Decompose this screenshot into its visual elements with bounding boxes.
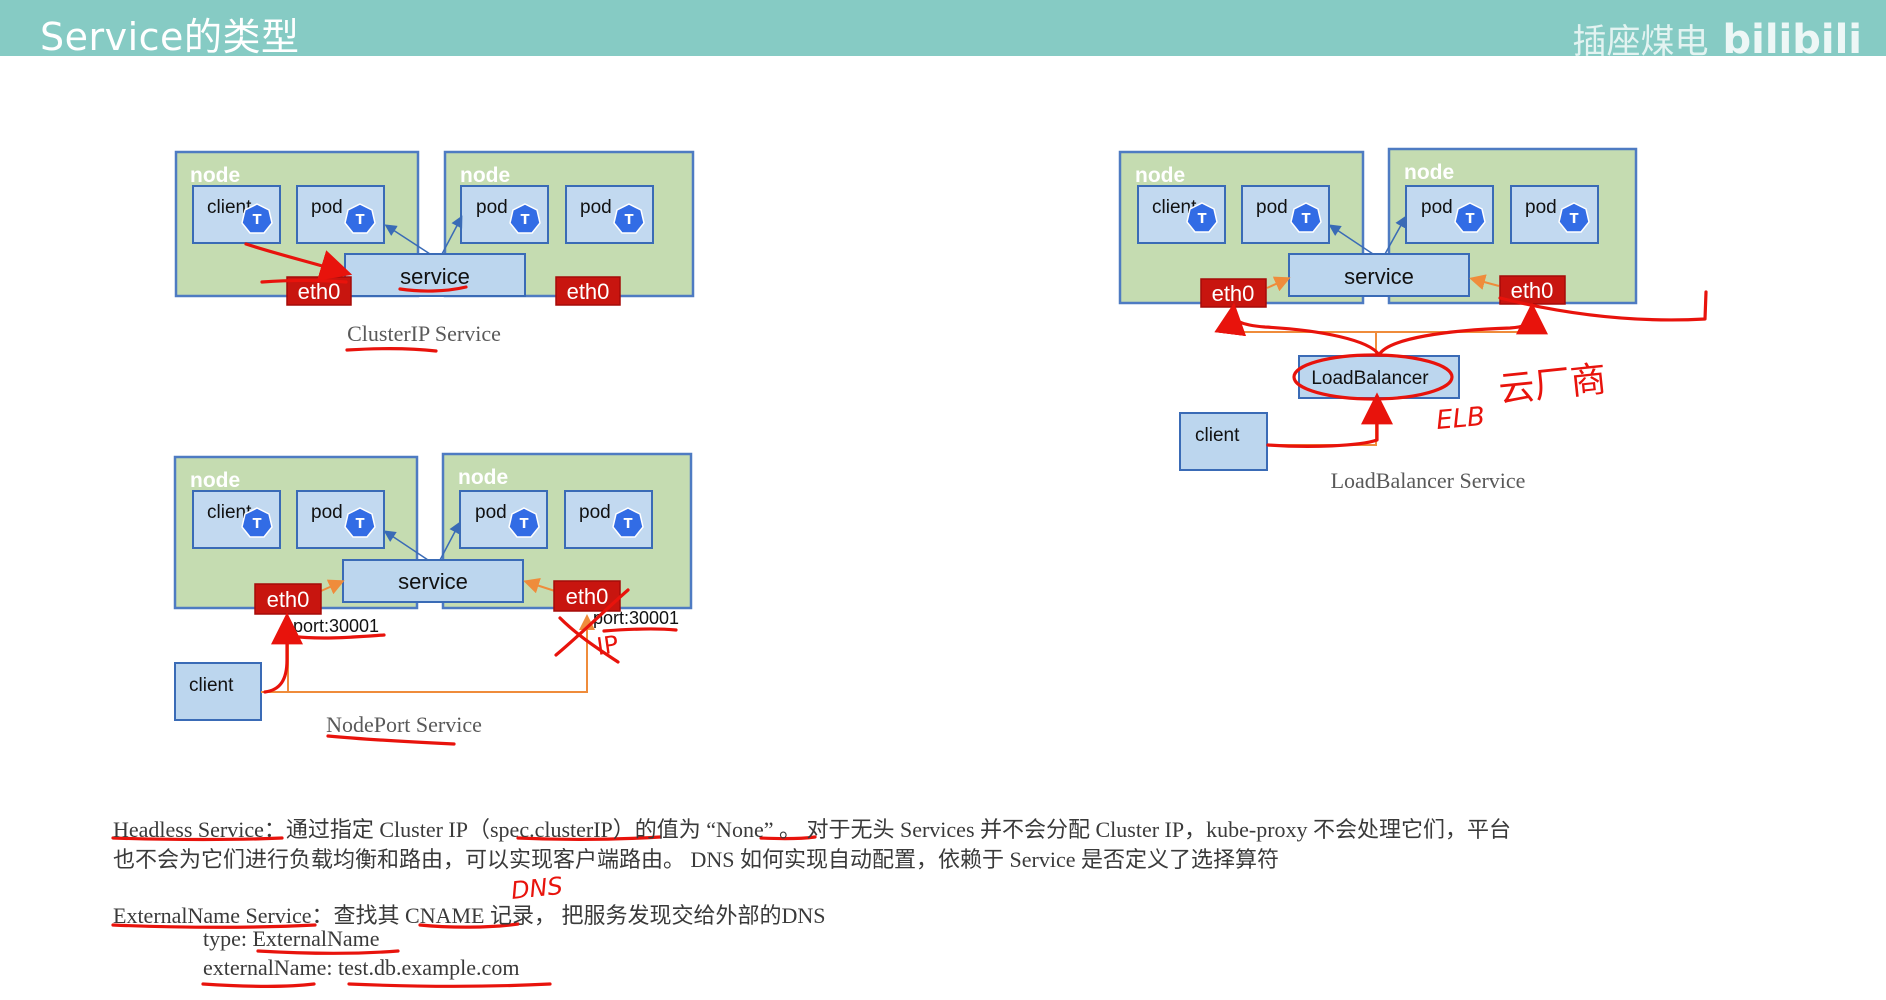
nodeport-pod-a-label: pod bbox=[311, 502, 343, 523]
clusterip-node-right-label: node bbox=[460, 164, 510, 187]
lb-external-client-box bbox=[1179, 412, 1268, 471]
nodeport-eth0-right-label: eth0 bbox=[566, 584, 609, 609]
nodeport-node-right-label: node bbox=[458, 466, 508, 489]
lb-pod-c-label: pod bbox=[1525, 197, 1557, 218]
nodeport-service-label: service bbox=[398, 569, 468, 594]
nodeport-port-left: port:30001 bbox=[293, 616, 379, 636]
nodeport-diagram: node node client pod pod pod service eth… bbox=[173, 452, 693, 746]
lb-pod-a-label: pod bbox=[1256, 197, 1288, 218]
lb-service-box bbox=[1288, 253, 1470, 297]
clusterip-service-label: service bbox=[400, 264, 470, 289]
nodeport-pod-b-label: pod bbox=[475, 502, 507, 523]
clusterip-eth0-right-label: eth0 bbox=[567, 279, 610, 304]
clusterip-diagram: node node client pod pod pod service eth… bbox=[174, 150, 695, 353]
annotation-elb: ELB bbox=[1435, 402, 1486, 436]
externalname-service-line1: ExternalName Service：查找其 CNAME 记录， 把服务发现… bbox=[113, 903, 826, 928]
clusterip-pod-c-label: pod bbox=[580, 197, 612, 218]
externalname-value-line: externalName: test.db.example.com bbox=[203, 955, 520, 980]
nodeport-eth0-left-label: eth0 bbox=[267, 587, 310, 612]
loadbalancer-label: LoadBalancer bbox=[1311, 368, 1429, 389]
bilibili-watermark: 插座煤电 bilibili bbox=[1572, 14, 1862, 63]
nodeport-port-right: port:30001 bbox=[593, 608, 679, 628]
nodeport-caption: NodePort Service bbox=[326, 712, 482, 737]
clusterip-node-left-label: node bbox=[190, 164, 240, 187]
clusterip-eth0-right bbox=[555, 276, 621, 306]
annotation-cloud-vendor: 云厂商 bbox=[1497, 359, 1609, 411]
clusterip-eth0-left-label: eth0 bbox=[298, 279, 341, 304]
nodeport-node-left-label: node bbox=[190, 469, 240, 492]
headless-service-line1: Headless Service：通过指定 Cluster IP（spec.cl… bbox=[113, 817, 1512, 842]
lb-pod-b-label: pod bbox=[1421, 197, 1453, 218]
lb-eth0-left-label: eth0 bbox=[1212, 281, 1255, 306]
slide-title: Service的类型 bbox=[40, 15, 300, 59]
nodeport-external-client-label: client bbox=[189, 675, 234, 696]
nodeport-service-box bbox=[342, 559, 524, 603]
annotation-dns: DNS bbox=[510, 872, 564, 905]
clusterip-pod-b-label: pod bbox=[476, 197, 508, 218]
lb-eth0-left bbox=[1200, 278, 1267, 308]
lb-node-right-label: node bbox=[1404, 161, 1454, 184]
annotation-ip: IP bbox=[595, 630, 620, 661]
clusterip-service-box bbox=[344, 253, 526, 297]
clusterip-pod-a-label: pod bbox=[311, 197, 343, 218]
lb-service-label: service bbox=[1344, 264, 1414, 289]
bottom-text-annotations: DNS bbox=[111, 835, 817, 988]
externalname-type-line: type: ExternalName bbox=[203, 926, 380, 951]
bilibili-logo: bilibili bbox=[1722, 17, 1862, 63]
nodeport-eth0-left bbox=[254, 583, 322, 615]
watermark-channel: 插座煤电 bbox=[1572, 22, 1709, 62]
lb-external-client-label: client bbox=[1195, 425, 1240, 446]
lb-client-label: client bbox=[1152, 197, 1197, 218]
headless-service-line2: 也不会为它们进行负载均衡和路由，可以实现客户端路由。 DNS 如何实现自动配置，… bbox=[113, 847, 1279, 872]
nodeport-client-label: client bbox=[207, 502, 252, 523]
lb-caption: LoadBalancer Service bbox=[1331, 468, 1526, 493]
clusterip-caption: ClusterIP Service bbox=[347, 321, 501, 346]
lb-eth0-right-label: eth0 bbox=[1511, 278, 1554, 303]
nodeport-pod-c-label: pod bbox=[579, 502, 611, 523]
slide-header: Service的类型 插座煤电 bilibili bbox=[0, 0, 1886, 63]
lb-node-left-label: node bbox=[1135, 164, 1185, 187]
loadbalancer-diagram: node node client pod pod pod service eth… bbox=[1118, 147, 1708, 493]
clusterip-client-label: client bbox=[207, 197, 252, 218]
lb-pod-a-box bbox=[1241, 185, 1330, 244]
